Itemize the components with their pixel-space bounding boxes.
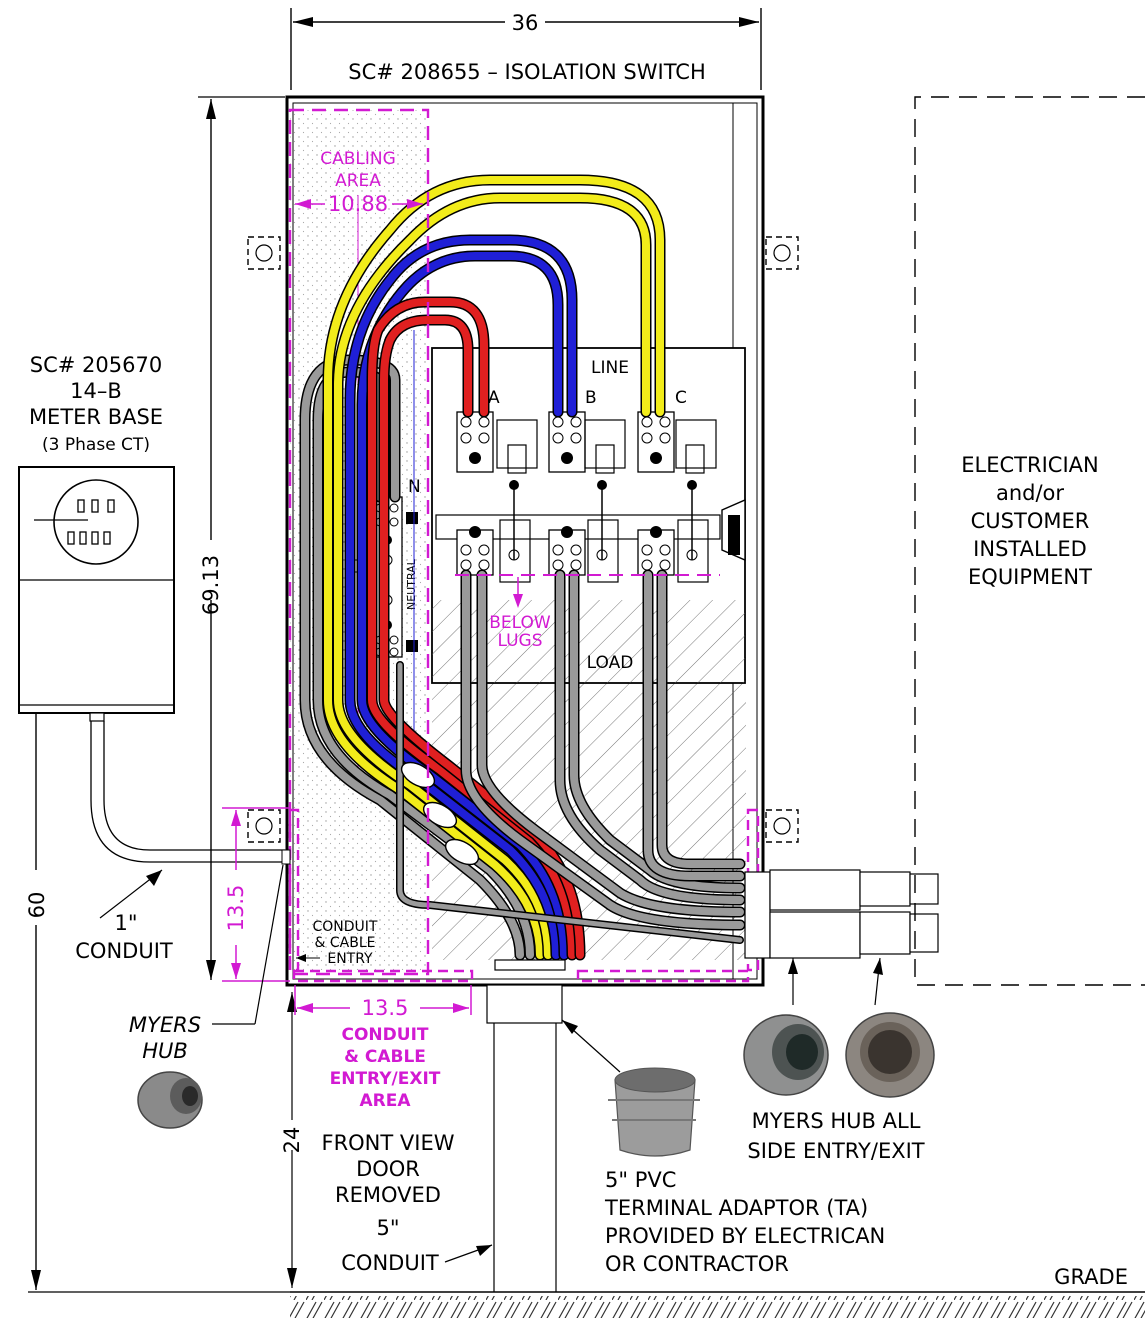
svg-text:(3 Phase CT): (3 Phase CT) <box>42 435 150 455</box>
myers-hub-image <box>137 1071 203 1129</box>
svg-text:MYERS: MYERS <box>129 1013 201 1037</box>
svg-text:14–B: 14–B <box>70 379 122 403</box>
customer-equipment: ELECTRICIAN and/or CUSTOMER INSTALLED EQ… <box>914 96 1145 986</box>
svg-text:36: 36 <box>512 11 539 35</box>
load-label: LOAD <box>587 653 634 673</box>
svg-text:SIDE ENTRY/EXIT: SIDE ENTRY/EXIT <box>747 1139 924 1163</box>
height-dimension: 69.13 <box>198 96 285 980</box>
svg-text:NEUTRAL: NEUTRAL <box>405 558 418 610</box>
svg-text:1": 1" <box>114 911 137 935</box>
pvc-label: 5" PVC TERMINAL ADAPTOR (TA) PROVIDED BY… <box>604 1168 885 1276</box>
svg-text:ENTRY: ENTRY <box>327 951 373 967</box>
svg-text:SC# 205670: SC# 205670 <box>30 353 162 377</box>
svg-text:GRADE: GRADE <box>1054 1265 1128 1289</box>
svg-text:10.88: 10.88 <box>328 192 388 216</box>
svg-text:AREA: AREA <box>335 171 381 191</box>
svg-text:EQUIPMENT: EQUIPMENT <box>968 565 1092 589</box>
pole-a <box>456 411 538 583</box>
svg-text:60: 60 <box>25 892 49 919</box>
svg-text:TERMINAL ADAPTOR (TA): TERMINAL ADAPTOR (TA) <box>604 1196 868 1220</box>
svg-text:B: B <box>585 388 597 408</box>
line-label: LINE <box>591 358 629 378</box>
entry-width-dimension: 13.5 CONDUIT & CABLE ENTRY/EXIT AREA <box>294 985 472 1111</box>
svg-text:AREA: AREA <box>359 1091 411 1111</box>
meter-base: SC# 205670 14–B METER BASE (3 Phase CT) <box>18 353 175 722</box>
side-myers-hubs <box>744 869 939 1006</box>
svg-text:LUGS: LUGS <box>497 631 542 651</box>
svg-text:ENTRY/EXIT: ENTRY/EXIT <box>330 1069 441 1089</box>
svg-text:13.5: 13.5 <box>224 885 248 932</box>
svg-text:5" PVC: 5" PVC <box>605 1168 676 1192</box>
pvc-adaptor-image <box>561 1019 700 1157</box>
svg-text:5": 5" <box>376 1216 399 1240</box>
svg-text:A: A <box>488 388 500 408</box>
entry-height-dimension: 13.5 <box>222 807 290 982</box>
svg-text:MYERS HUB ALL: MYERS HUB ALL <box>752 1109 921 1133</box>
myers-hub-label: MYERS HUB <box>129 849 291 1063</box>
cabling-area-zone: CABLING AREA 10.88 <box>288 108 430 976</box>
svg-text:INSTALLED: INSTALLED <box>973 537 1087 561</box>
mounting-ears <box>247 236 799 843</box>
pole-c <box>637 411 717 583</box>
conductors <box>299 174 746 961</box>
title: SC# 208655 – ISOLATION SWITCH <box>348 60 706 84</box>
one-inch-conduit: 1" CONDUIT <box>75 721 285 963</box>
myers-side-label: MYERS HUB ALL SIDE ENTRY/EXIT <box>747 1109 924 1163</box>
svg-text:& CABLE: & CABLE <box>315 935 376 951</box>
entry-zones: BELOW LUGS <box>288 574 760 983</box>
svg-text:BELOW: BELOW <box>489 613 551 633</box>
svg-text:OR CONTRACTOR: OR CONTRACTOR <box>605 1252 789 1276</box>
side-hub-images <box>743 1012 935 1098</box>
svg-text:DOOR: DOOR <box>356 1157 420 1181</box>
svg-text:13.5: 13.5 <box>362 996 409 1020</box>
svg-text:CUSTOMER: CUSTOMER <box>971 509 1090 533</box>
svg-text:METER BASE: METER BASE <box>29 405 163 429</box>
svg-text:REMOVED: REMOVED <box>335 1183 441 1207</box>
svg-text:FRONT VIEW: FRONT VIEW <box>321 1131 454 1155</box>
cable-clamps <box>400 761 480 866</box>
svg-text:PROVIDED BY ELECTRICAN: PROVIDED BY ELECTRICAN <box>605 1224 885 1248</box>
five-inch-conduit: 5" CONDUIT <box>341 959 566 1292</box>
svg-text:HUB: HUB <box>142 1039 188 1063</box>
svg-text:69.13: 69.13 <box>199 555 223 615</box>
conduit-entry-label: CONDUIT & CABLE ENTRY <box>296 919 378 967</box>
svg-text:& CABLE: & CABLE <box>344 1047 426 1067</box>
width-dimension: 36 <box>290 8 762 90</box>
svg-text:CONDUIT: CONDUIT <box>341 1251 439 1275</box>
svg-text:and/or: and/or <box>996 481 1064 505</box>
pad-height-dimension: 24 <box>280 992 304 1288</box>
svg-text:C: C <box>675 388 687 408</box>
svg-text:CONDUIT: CONDUIT <box>313 919 378 935</box>
svg-text:CONDUIT: CONDUIT <box>342 1025 429 1045</box>
front-view-label: FRONT VIEW DOOR REMOVED <box>321 1131 454 1207</box>
svg-text:ELECTRICIAN: ELECTRICIAN <box>961 453 1098 477</box>
svg-text:CONDUIT: CONDUIT <box>75 939 173 963</box>
svg-text:CABLING: CABLING <box>320 149 396 169</box>
svg-text:24: 24 <box>280 1127 304 1154</box>
grade: GRADE <box>290 1265 1145 1318</box>
